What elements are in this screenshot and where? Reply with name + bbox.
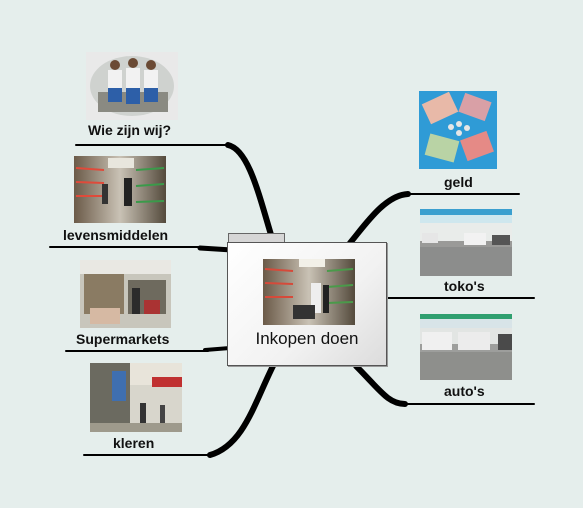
connector-levensmiddelen — [197, 245, 235, 253]
street-shops-photo — [90, 363, 182, 432]
connector-supermarkets — [203, 346, 232, 352]
center-node-tab — [228, 233, 285, 244]
branch-label-supermarkets[interactable]: Supermarkets — [76, 331, 170, 347]
store-aisle-photo — [263, 259, 355, 325]
parked-cars-photo — [420, 314, 512, 380]
branch-label-autos[interactable]: auto's — [444, 383, 485, 399]
connector-autos — [353, 363, 408, 407]
center-node-label: Inkopen doen — [255, 329, 359, 348]
connector-geld — [347, 191, 411, 246]
branch-label-kleren[interactable]: kleren — [113, 435, 155, 451]
shopfront-photo — [420, 209, 512, 276]
group-photo — [86, 52, 178, 120]
supermarket-photo — [80, 260, 171, 328]
branch-label-tokos[interactable]: toko's — [444, 278, 485, 294]
connector-kleren — [207, 357, 279, 458]
branch-label-geld[interactable]: geld — [444, 174, 473, 190]
banknotes-photo — [419, 91, 497, 169]
branch-label-wie-zijn-wij[interactable]: Wie zijn wij? — [88, 122, 172, 138]
branch-label-levensmiddelen[interactable]: levensmiddelen — [63, 227, 169, 243]
center-node[interactable]: Inkopen doen — [227, 242, 387, 366]
connectors — [49, 142, 535, 458]
grocery-aisle-photo — [74, 156, 166, 223]
connector-wie-zijn-wij — [225, 142, 278, 251]
